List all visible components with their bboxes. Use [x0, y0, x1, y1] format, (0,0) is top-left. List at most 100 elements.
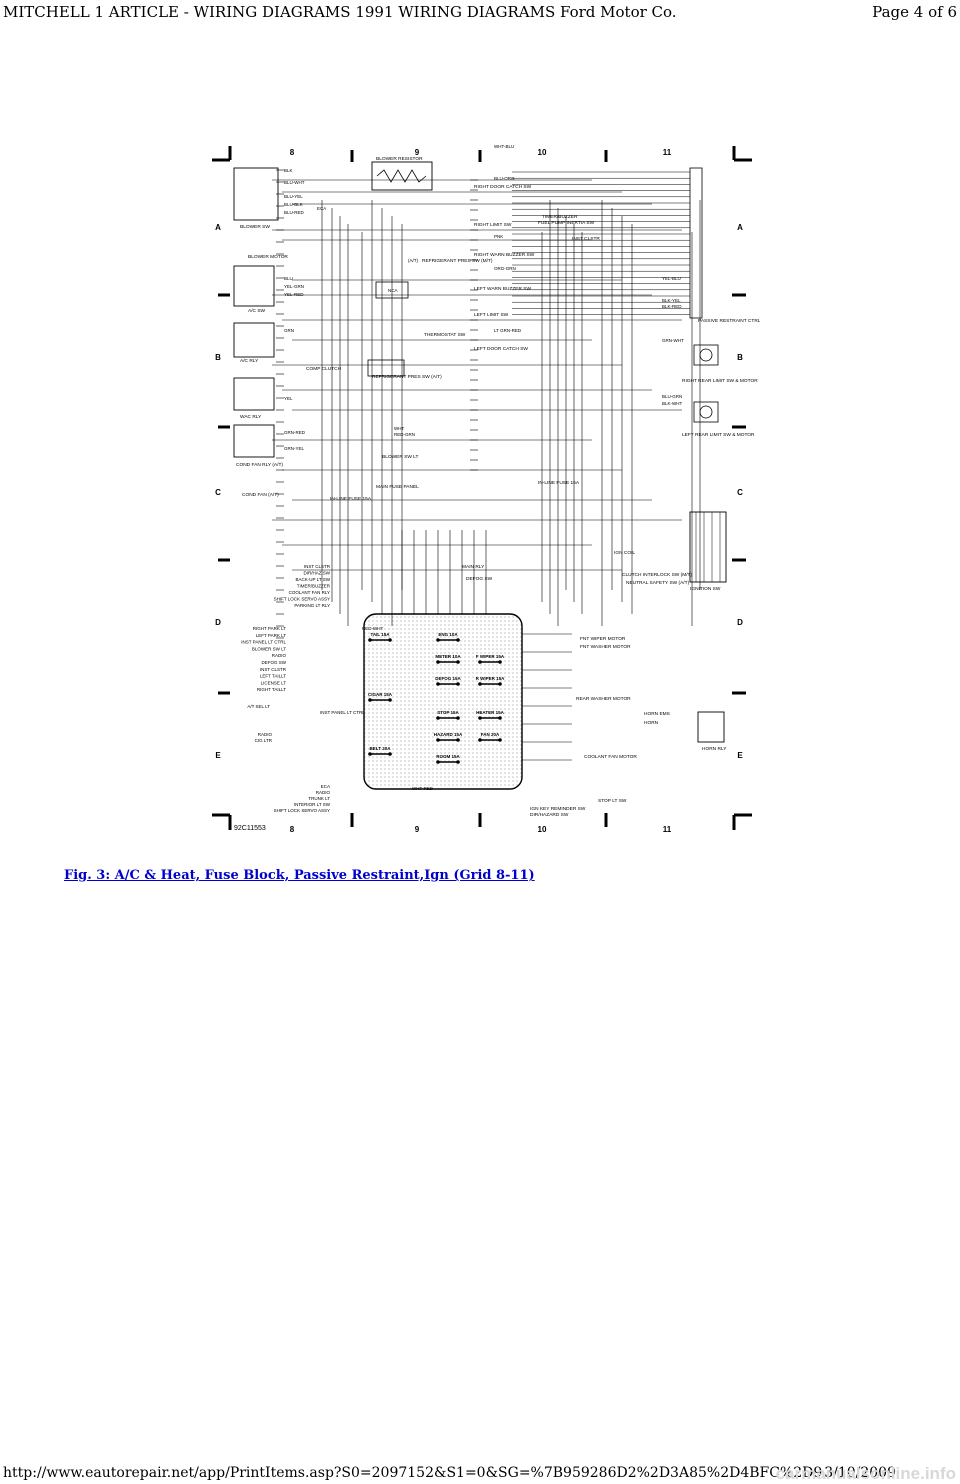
fuse: STOP 15A — [436, 710, 460, 720]
figure-caption[interactable]: Fig. 3: A/C & Heat, Fuse Block, Passive … — [64, 868, 535, 883]
wire-color-label: BLU-YEL — [284, 194, 303, 199]
svg-text:FAN 20A: FAN 20A — [481, 732, 500, 737]
wire-color-label: GRN-WHT — [662, 338, 684, 343]
component-label: CLUTCH INTERLOCK SW (M/T) — [622, 572, 692, 578]
circuit-label: RIGHT PARK LT — [253, 626, 287, 631]
circuit-label: INST CLSTR — [260, 667, 287, 672]
component-label: IGN KEY REMINDER SW — [530, 806, 586, 812]
wire-color-label: BLU-RED — [284, 210, 305, 215]
svg-text:F WIPER 15A: F WIPER 15A — [476, 654, 505, 659]
misc-label: NCA — [388, 288, 398, 293]
circuit-label: BLOWER SW LT — [252, 646, 286, 651]
wire-color-label: BLU-BLK — [284, 202, 303, 207]
fuse: ROOM 15A — [436, 754, 460, 764]
component-label: IGN COIL — [614, 550, 635, 556]
wire-color-label: BLU-WHT — [284, 180, 305, 185]
grid-column-label: 9 — [415, 148, 420, 157]
component-label: WAC RLY — [240, 414, 262, 420]
misc-label: (A/T) — [408, 258, 418, 263]
wire-color-label: YEL-BLU — [662, 276, 681, 281]
component-label: MAIN FUSE PANEL — [376, 484, 419, 490]
component-label: DEFOG SW — [466, 576, 493, 582]
circuit-label: RADIO — [272, 653, 287, 658]
grid-column-label: 11 — [663, 825, 672, 834]
component-label: IGNITION SW — [690, 586, 721, 592]
grid-row-label: B — [215, 353, 221, 362]
circuit-label: BACK-UP LT SW — [295, 577, 330, 582]
circuit-label: PARKING LT RLY — [294, 603, 330, 608]
svg-text:HEATER 15A: HEATER 15A — [476, 710, 504, 715]
fuse: CIGAR 15A — [368, 692, 393, 702]
circuit-label: INST PANEL LT CTRL — [320, 710, 365, 715]
svg-text:STOP 15A: STOP 15A — [437, 710, 459, 715]
fuse: F WIPER 15A — [476, 654, 505, 664]
svg-text:CIGAR 15A: CIGAR 15A — [368, 692, 393, 697]
page-number: Page 4 of 6 — [872, 3, 957, 21]
component-label: HORN RLY — [702, 746, 727, 752]
circuit-label: DEFOG SW — [262, 660, 287, 665]
component-label: LEFT LIMIT SW — [474, 312, 509, 318]
circuit-label: LEFT PARK LT — [256, 633, 287, 638]
grid-row-label: A — [215, 223, 221, 232]
component-label: COMP CLUTCH — [306, 366, 342, 372]
fuse: TAIL 15A — [368, 632, 392, 642]
component-label: PASSIVE RESTRAINT CTRL MOD — [698, 318, 760, 324]
circuit-label: CIG LTR — [255, 738, 273, 743]
component-label: LEFT DOOR CATCH SW — [474, 346, 528, 352]
grid-row-label: E — [737, 751, 743, 760]
component-label: COND FAN RLY (A/T) — [236, 462, 283, 468]
circuit-label: ECA — [321, 784, 330, 789]
component-label: MAIN RLY — [462, 564, 485, 570]
component-label: TIMER/BUZZER — [542, 214, 578, 220]
wire-color-label: BLU-GRN — [662, 394, 682, 399]
circuit-label: SHIFT LOCK SERVO ASSY — [274, 808, 330, 813]
circuit-label: LICENSE LT — [261, 680, 287, 685]
wire-color-label: ORG-GRN — [494, 266, 516, 271]
svg-text:TAIL 15A: TAIL 15A — [370, 632, 390, 637]
circuit-label: SHIFT LOCK SERVO ASSY — [274, 597, 330, 602]
component-label: RIGHT DOOR CATCH SW — [474, 184, 532, 190]
fuse: DEFOG 15A — [435, 676, 461, 686]
wire-color-label: GRN — [284, 328, 294, 333]
component-label: BLOWER MOTOR — [248, 254, 288, 260]
article-title: MITCHELL 1 ARTICLE - WIRING DIAGRAMS 199… — [3, 3, 677, 21]
component-label: DIR/HAZARD SW — [530, 812, 569, 818]
component-label: IN-LINE FUSE 15A — [330, 496, 372, 502]
component-label: FNT WASHER MOTOR — [580, 644, 631, 650]
fuse: R WIPER 15A — [476, 676, 505, 686]
fuse: HAZARD 15A — [434, 732, 463, 742]
fuse: FAN 20A — [478, 732, 502, 742]
component-label: HORN — [644, 720, 659, 726]
grid-row-label: A — [737, 223, 743, 232]
component-label: BLOWER RESISTOR — [376, 156, 423, 162]
svg-text:HAZARD 15A: HAZARD 15A — [434, 732, 463, 737]
component-label: RIGHT LIMIT SW — [474, 222, 512, 228]
grid-column-label: 11 — [663, 148, 672, 157]
svg-text:BELT 20A: BELT 20A — [370, 746, 392, 751]
wire-color-label: WHT-BLU — [494, 144, 514, 149]
component-label: LEFT REAR LIMIT SW & MOTOR — [682, 432, 755, 438]
component-label: A/C RLY — [240, 358, 259, 364]
wire-color-label: BLK-WHT — [662, 401, 683, 406]
circuit-label: RADIO — [316, 790, 331, 795]
component-label: IN-LINE FUSE 15A — [538, 480, 580, 486]
component-label: BLOWER SW LT — [382, 454, 418, 460]
circuit-label: TIMER/BUZZER — [297, 584, 331, 589]
wire-color-label: WHT-RED — [412, 786, 434, 791]
grid-row-label: D — [215, 618, 221, 627]
wire-color-label: RED-GRN — [394, 432, 415, 437]
wire-color-label: BLK — [284, 168, 293, 173]
component-label: FUEL PUMP INERTIA SW — [538, 220, 595, 226]
fuse: HEATER 15A — [476, 710, 505, 720]
wire-color-label: GRN-YEL — [284, 446, 305, 451]
wire-color-label: YEL-RED — [284, 292, 304, 297]
fuse: METER 10A — [435, 654, 461, 664]
grid-column-label: 10 — [538, 825, 547, 834]
component-label: COOLANT FAN MOTOR — [584, 754, 637, 760]
wire-color-label: LT GRN-RED — [494, 328, 522, 333]
wire-color-label: YEL — [284, 396, 293, 401]
component-label: COND FAN (A/T) — [242, 492, 279, 498]
svg-text:ROOM 15A: ROOM 15A — [436, 754, 460, 759]
wire-color-label: WHT — [394, 426, 404, 431]
